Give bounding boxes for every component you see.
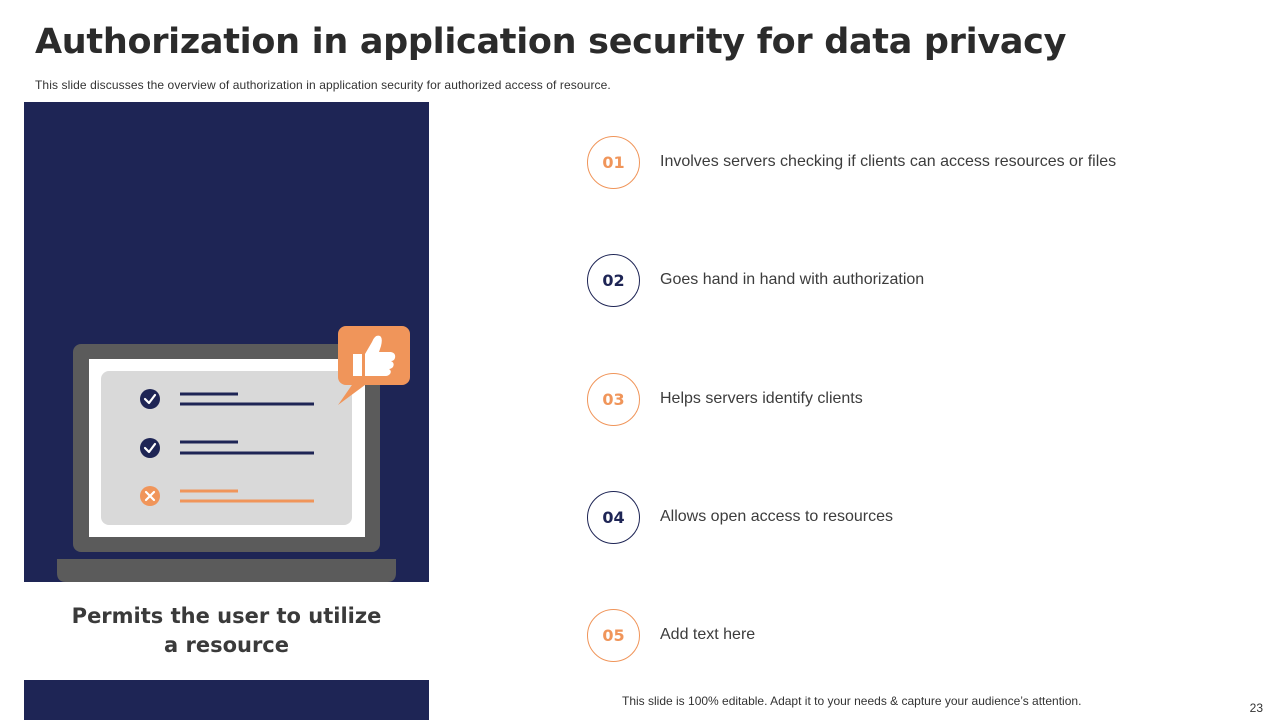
check-circle-icon: [140, 389, 160, 409]
list-item-01: 01 Involves servers checking if clients …: [587, 135, 1116, 189]
check-circle-icon: [140, 438, 160, 458]
list-item-05: 05 Add text here: [587, 608, 755, 662]
number-badge: 03: [587, 372, 640, 426]
page-number: 23: [1249, 701, 1263, 715]
list-item-text: Add text here: [660, 626, 756, 643]
laptop-icon: [57, 326, 410, 582]
number-badge: 04: [587, 490, 640, 544]
list-item-04: 04 Allows open access to resources: [587, 490, 893, 544]
list-item-text: Allows open access to resources: [660, 508, 893, 525]
list-item-text: Involves servers checking if clients can…: [660, 153, 1117, 170]
list-item-03: 03 Helps servers identify clients: [587, 372, 863, 426]
bottom-accent-bar: [24, 680, 429, 720]
number-badge: 05: [587, 608, 640, 662]
illustration-caption: Permits the user to utilize a resource: [24, 602, 429, 660]
illustration-panel: [24, 102, 429, 582]
caption-line-1: Permits the user to utilize: [71, 604, 382, 628]
caption-line-2: a resource: [163, 633, 289, 657]
list-item-text: Goes hand in hand with authorization: [660, 271, 925, 288]
thumbs-up-icon: [338, 326, 410, 405]
number-badge: 02: [587, 253, 640, 307]
list-item-text: Helps servers identify clients: [660, 390, 863, 407]
slide-title: Authorization in application security fo…: [35, 22, 1067, 62]
number-badge: 01: [587, 135, 640, 189]
slide-subtitle: This slide discusses the overview of aut…: [35, 78, 611, 92]
x-circle-icon: [140, 486, 160, 506]
footer-note: This slide is 100% editable. Adapt it to…: [622, 694, 1082, 708]
list-item-02: 02 Goes hand in hand with authorization: [587, 253, 924, 307]
